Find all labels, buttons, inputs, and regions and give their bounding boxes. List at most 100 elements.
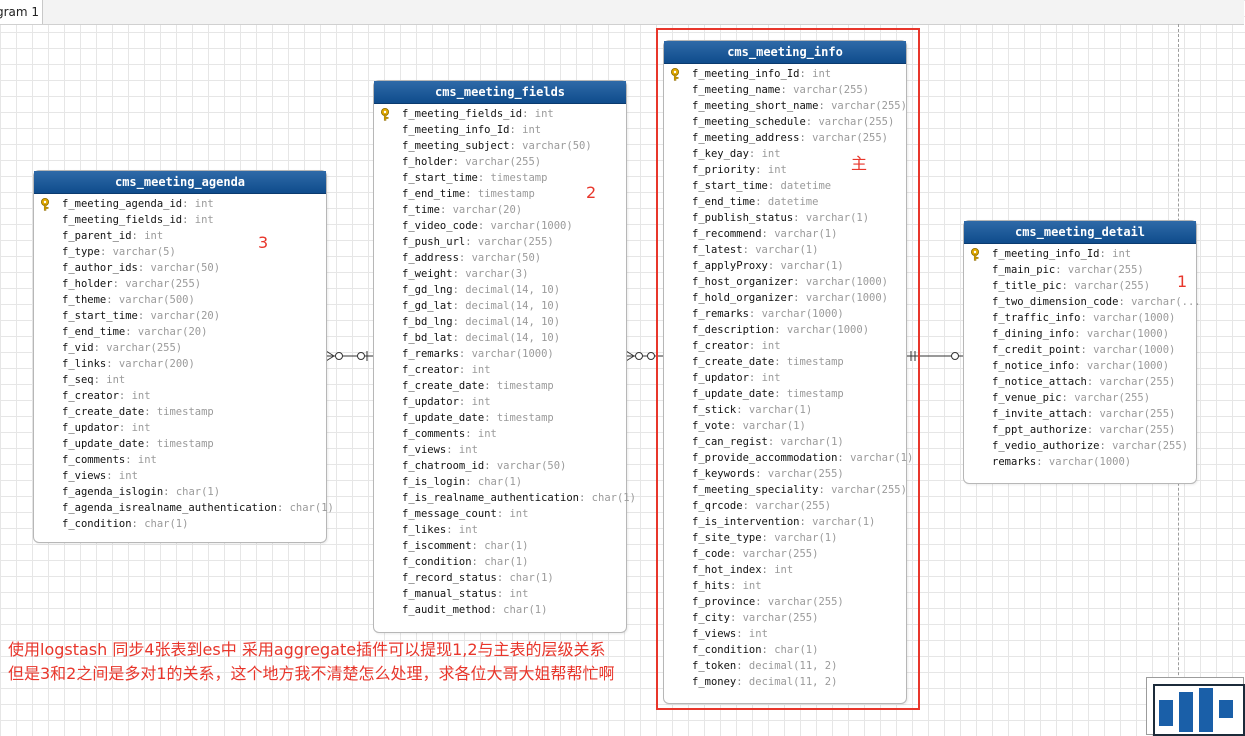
table-field-row[interactable]: f_audit_method: char(1) — [374, 602, 626, 618]
table-field-row[interactable]: f_parent_id: int — [34, 228, 326, 244]
table-field-row[interactable]: f_condition: char(1) — [374, 554, 626, 570]
table-field-row[interactable]: f_manual_status: int — [374, 586, 626, 602]
table-field-row[interactable]: f_meeting_fields_id: int — [374, 106, 626, 122]
table-field-row[interactable]: f_main_pic: varchar(255) — [964, 262, 1196, 278]
table-field-row[interactable]: f_meeting_info_Id: int — [964, 246, 1196, 262]
table-field-row[interactable]: f_record_status: char(1) — [374, 570, 626, 586]
table-field-row[interactable]: f_creator: int — [664, 338, 906, 354]
table-field-row[interactable]: f_likes: int — [374, 522, 626, 538]
table-field-row[interactable]: f_vote: varchar(1) — [664, 418, 906, 434]
table-field-row[interactable]: f_condition: char(1) — [664, 642, 906, 658]
table-field-row[interactable]: f_comments: int — [34, 452, 326, 468]
table-field-row[interactable]: f_gd_lng: decimal(14, 10) — [374, 282, 626, 298]
table-field-row[interactable]: f_applyProxy: varchar(1) — [664, 258, 906, 274]
table-field-row[interactable]: f_start_time: datetime — [664, 178, 906, 194]
table-field-row[interactable]: f_key_day: int — [664, 146, 906, 162]
tab-diagram[interactable]: gram 1 — [0, 0, 43, 24]
table-field-row[interactable]: f_holder: varchar(255) — [34, 276, 326, 292]
table-field-row[interactable]: f_creator: int — [374, 362, 626, 378]
table-field-row[interactable]: f_vedio_authorize: varchar(255) — [964, 438, 1196, 454]
overview-viewport[interactable] — [1153, 684, 1245, 736]
table-field-row[interactable]: f_meeting_short_name: varchar(255) — [664, 98, 907, 114]
table-field-row[interactable]: f_iscomment: char(1) — [374, 538, 626, 554]
table-header[interactable]: cms_meeting_info — [664, 41, 906, 64]
table-field-row[interactable]: f_end_time: datetime — [664, 194, 906, 210]
table-header[interactable]: cms_meeting_fields — [374, 81, 626, 104]
table-field-row[interactable]: f_is_login: char(1) — [374, 474, 626, 490]
table-field-row[interactable]: f_ppt_authorize: varchar(255) — [964, 422, 1196, 438]
table-field-row[interactable]: f_views: int — [664, 626, 906, 642]
table-field-row[interactable]: f_links: varchar(200) — [34, 356, 326, 372]
table-field-row[interactable]: f_latest: varchar(1) — [664, 242, 906, 258]
table-field-row[interactable]: f_can_regist: varchar(1) — [664, 434, 906, 450]
table-field-row[interactable]: f_city: varchar(255) — [664, 610, 906, 626]
table-field-row[interactable]: f_traffic_info: varchar(1000) — [964, 310, 1196, 326]
table-field-row[interactable]: f_meeting_agenda_id: int — [34, 196, 326, 212]
table-field-row[interactable]: f_video_code: varchar(1000) — [374, 218, 626, 234]
table-field-row[interactable]: f_site_type: varchar(1) — [664, 530, 906, 546]
table-field-row[interactable]: f_agenda_isrealname_authentication: char… — [34, 500, 334, 516]
table-field-row[interactable]: f_meeting_info_Id: int — [664, 66, 906, 82]
table-field-row[interactable]: f_create_date: timestamp — [374, 378, 626, 394]
table-field-row[interactable]: f_creator: int — [34, 388, 326, 404]
table-field-row[interactable]: f_end_time: timestamp — [374, 186, 626, 202]
table-field-row[interactable]: f_dining_info: varchar(1000) — [964, 326, 1196, 342]
table-field-row[interactable]: f_hold_organizer: varchar(1000) — [664, 290, 906, 306]
table-field-row[interactable]: f_hits: int — [664, 578, 906, 594]
table-field-row[interactable]: f_title_pic: varchar(255) — [964, 278, 1196, 294]
table-field-row[interactable]: f_holder: varchar(255) — [374, 154, 626, 170]
table-header[interactable]: cms_meeting_detail — [964, 221, 1196, 244]
table-field-row[interactable]: f_host_organizer: varchar(1000) — [664, 274, 906, 290]
table-field-row[interactable]: f_venue_pic: varchar(255) — [964, 390, 1196, 406]
table-field-row[interactable]: f_update_date: timestamp — [374, 410, 626, 426]
table-field-row[interactable]: f_weight: varchar(3) — [374, 266, 626, 282]
table-field-row[interactable]: f_updator: int — [34, 420, 326, 436]
overview-minimap[interactable] — [1146, 677, 1245, 736]
table-field-row[interactable]: f_description: varchar(1000) — [664, 322, 906, 338]
table-field-row[interactable]: f_type: varchar(5) — [34, 244, 326, 260]
table-field-row[interactable]: f_vid: varchar(255) — [34, 340, 326, 356]
table-field-row[interactable]: f_notice_attach: varchar(255) — [964, 374, 1196, 390]
table-field-row[interactable]: f_meeting_fields_id: int — [34, 212, 326, 228]
table-field-row[interactable]: f_code: varchar(255) — [664, 546, 906, 562]
table-field-row[interactable]: f_author_ids: varchar(50) — [34, 260, 326, 276]
table-field-row[interactable]: f_end_time: varchar(20) — [34, 324, 326, 340]
table-field-row[interactable]: f_start_time: timestamp — [374, 170, 626, 186]
table-field-row[interactable]: f_bd_lat: decimal(14, 10) — [374, 330, 626, 346]
table-field-row[interactable]: f_meeting_schedule: varchar(255) — [664, 114, 906, 130]
table-field-row[interactable]: f_invite_attach: varchar(255) — [964, 406, 1196, 422]
table-field-row[interactable]: f_province: varchar(255) — [664, 594, 906, 610]
table-field-row[interactable]: f_remarks: varchar(1000) — [374, 346, 626, 362]
table-field-row[interactable]: f_provide_accommodation: varchar(1) — [664, 450, 913, 466]
table-field-row[interactable]: f_time: varchar(20) — [374, 202, 626, 218]
table-field-row[interactable]: f_notice_info: varchar(1000) — [964, 358, 1196, 374]
table-cms-meeting-fields[interactable]: cms_meeting_fields f_meeting_fields_id: … — [373, 80, 636, 633]
table-field-row[interactable]: f_token: decimal(11, 2) — [664, 658, 906, 674]
table-field-row[interactable]: f_comments: int — [374, 426, 626, 442]
table-field-row[interactable]: f_keywords: varchar(255) — [664, 466, 906, 482]
table-field-row[interactable]: f_address: varchar(50) — [374, 250, 626, 266]
table-field-row[interactable]: f_remarks: varchar(1000) — [664, 306, 906, 322]
table-field-row[interactable]: f_recommend: varchar(1) — [664, 226, 906, 242]
table-field-row[interactable]: f_hot_index: int — [664, 562, 906, 578]
table-field-row[interactable]: f_message_count: int — [374, 506, 626, 522]
table-field-row[interactable]: f_meeting_info_Id: int — [374, 122, 626, 138]
table-field-row[interactable]: f_money: decimal(11, 2) — [664, 674, 906, 690]
table-field-row[interactable]: f_seq: int — [34, 372, 326, 388]
table-field-row[interactable]: f_credit_point: varchar(1000) — [964, 342, 1196, 358]
table-field-row[interactable]: f_meeting_speciality: varchar(255) — [664, 482, 907, 498]
table-field-row[interactable]: f_bd_lng: decimal(14, 10) — [374, 314, 626, 330]
table-field-row[interactable]: f_is_realname_authentication: char(1) — [374, 490, 636, 506]
table-field-row[interactable]: f_update_date: timestamp — [664, 386, 906, 402]
table-field-row[interactable]: remarks: varchar(1000) — [964, 454, 1196, 470]
table-field-row[interactable]: f_meeting_name: varchar(255) — [664, 82, 906, 98]
table-field-row[interactable]: f_meeting_subject: varchar(50) — [374, 138, 626, 154]
table-field-row[interactable]: f_stick: varchar(1) — [664, 402, 906, 418]
table-field-row[interactable]: f_update_date: timestamp — [34, 436, 326, 452]
table-field-row[interactable]: f_views: int — [34, 468, 326, 484]
table-field-row[interactable]: f_two_dimension_code: varchar(... — [964, 294, 1201, 310]
table-field-row[interactable]: f_views: int — [374, 442, 626, 458]
table-field-row[interactable]: f_agenda_islogin: char(1) — [34, 484, 326, 500]
table-field-row[interactable]: f_create_date: timestamp — [34, 404, 326, 420]
